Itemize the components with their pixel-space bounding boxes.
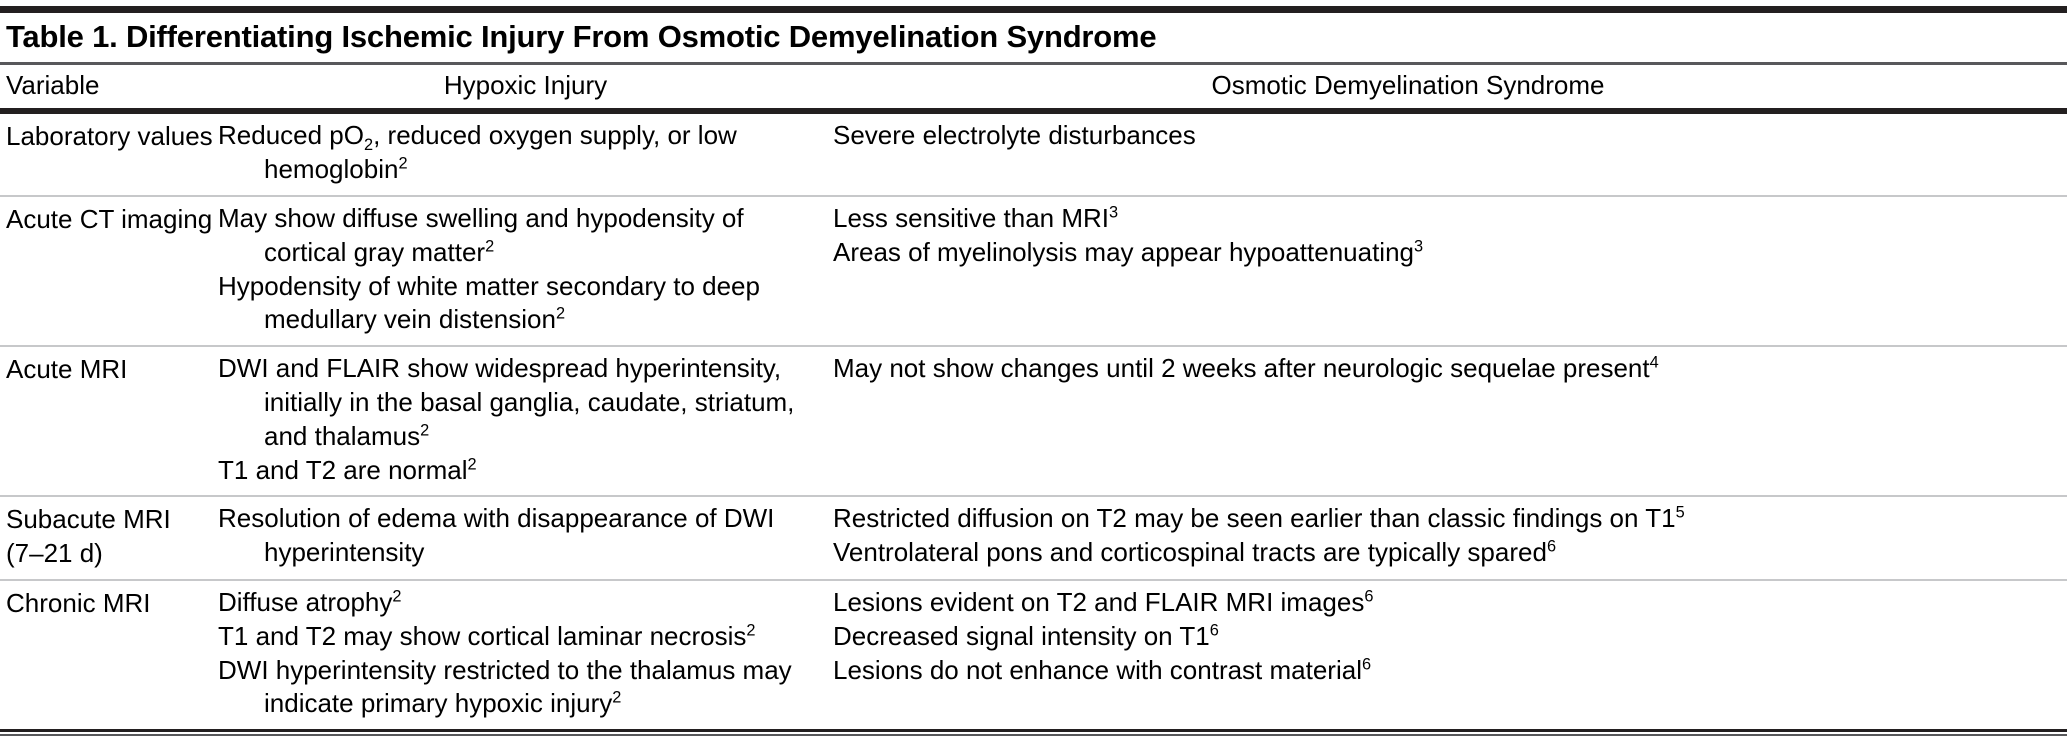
column-header-osmotic-demyelination-syndrome: Osmotic Demyelination Syndrome (1211, 70, 1605, 101)
row-separator (0, 495, 2067, 498)
osmotic-demyelination-line: Lesions evident on T2 and FLAIR MRI imag… (833, 587, 1374, 618)
hypoxic-injury-line: Diffuse atrophy2 (218, 587, 402, 618)
cell-variable: Subacute MRI(7–21 d) (0, 502, 218, 571)
hypoxic-injury-line: T1 and T2 are normal2 (218, 454, 477, 485)
column-header-variable: Variable (6, 70, 100, 101)
abbreviations-footnote: Abbreviations: CT = computed tomography,… (0, 736, 2067, 740)
osmotic-demyelination-line: Ventrolateral pons and corticospinal tra… (833, 537, 1557, 568)
cell-variable: Chronic MRI (0, 586, 218, 621)
variable-line: Acute MRI (6, 354, 128, 385)
osmotic-demyelination-line: Areas of myelinolysis may appear hypoatt… (833, 236, 1424, 267)
column-header-hypoxic-injury: Hypoxic Injury (443, 70, 608, 101)
cell-hypoxic-injury: May show diffuse swelling and hypodensit… (218, 202, 833, 337)
cell-hypoxic-injury: Reduced pO2, reduced oxygen supply, or l… (218, 119, 833, 187)
cell-variable: Acute MRI (0, 352, 218, 387)
cell-osmotic-demyelination-syndrome: May not show changes until 2 weeks after… (833, 352, 2067, 386)
cell-osmotic-demyelination-syndrome: Lesions evident on T2 and FLAIR MRI imag… (833, 586, 2067, 687)
hypoxic-injury-line: T1 and T2 may show cortical laminar necr… (218, 620, 756, 651)
row-separator (0, 195, 2067, 198)
variable-line: (7–21 d) (6, 538, 103, 569)
variable-line: Chronic MRI (6, 588, 151, 619)
cell-variable: Laboratory values (0, 119, 218, 154)
variable-line: Subacute MRI (6, 504, 171, 535)
hypoxic-injury-line: DWI hyperintensity restricted to the tha… (218, 654, 792, 719)
variable-line: Acute CT imaging (6, 204, 213, 235)
cell-hypoxic-injury: DWI and FLAIR show widespread hyperinten… (218, 352, 833, 487)
title-underrule (0, 62, 2067, 66)
hypoxic-injury-line: Resolution of edema with disappearance o… (218, 503, 775, 568)
cell-osmotic-demyelination-syndrome: Severe electrolyte disturbances (833, 119, 2067, 153)
header-under-rule (0, 108, 2067, 115)
table-top-rule (0, 6, 2067, 13)
hypoxic-injury-line: Reduced pO2, reduced oxygen supply, or l… (218, 120, 737, 185)
row-separator (0, 345, 2067, 348)
table-title: Table 1. Differentiating Ischemic Injury… (6, 19, 1157, 54)
cell-hypoxic-injury: Resolution of edema with disappearance o… (218, 502, 833, 570)
osmotic-demyelination-line: Restricted diffusion on T2 may be seen e… (833, 503, 1685, 534)
osmotic-demyelination-line: Lesions do not enhance with contrast mat… (833, 654, 1372, 685)
cell-osmotic-demyelination-syndrome: Restricted diffusion on T2 may be seen e… (833, 502, 2067, 570)
osmotic-demyelination-line: May not show changes until 2 weeks after… (833, 353, 1659, 384)
hypoxic-injury-line: May show diffuse swelling and hypodensit… (218, 203, 744, 267)
table-header-row: Variable Hypoxic Injury Osmotic Demyelin… (0, 65, 2067, 108)
footnote-top-rule-thin (0, 734, 2067, 737)
osmotic-demyelination-line: Decreased signal intensity on T16 (833, 620, 1219, 651)
osmotic-demyelination-line: Less sensitive than MRI3 (833, 203, 1119, 234)
osmotic-demyelination-line: Severe electrolyte disturbances (833, 120, 1196, 151)
footnote-top-rule (0, 729, 2067, 735)
table-grid: Variable Hypoxic Injury Osmotic Demyelin… (0, 65, 2067, 740)
row-separator (0, 579, 2067, 582)
hypoxic-injury-line: Hypodensity of white matter secondary to… (218, 270, 760, 335)
hypoxic-injury-line: DWI and FLAIR show widespread hyperinten… (218, 353, 795, 451)
table-row: Acute MRI DWI and FLAIR show widespread h… (0, 347, 2067, 495)
cell-variable: Acute CT imaging (0, 202, 218, 237)
table-row: Subacute MRI(7–21 d)Resolution of edema … (0, 497, 2067, 579)
variable-line: Laboratory values (6, 121, 213, 152)
